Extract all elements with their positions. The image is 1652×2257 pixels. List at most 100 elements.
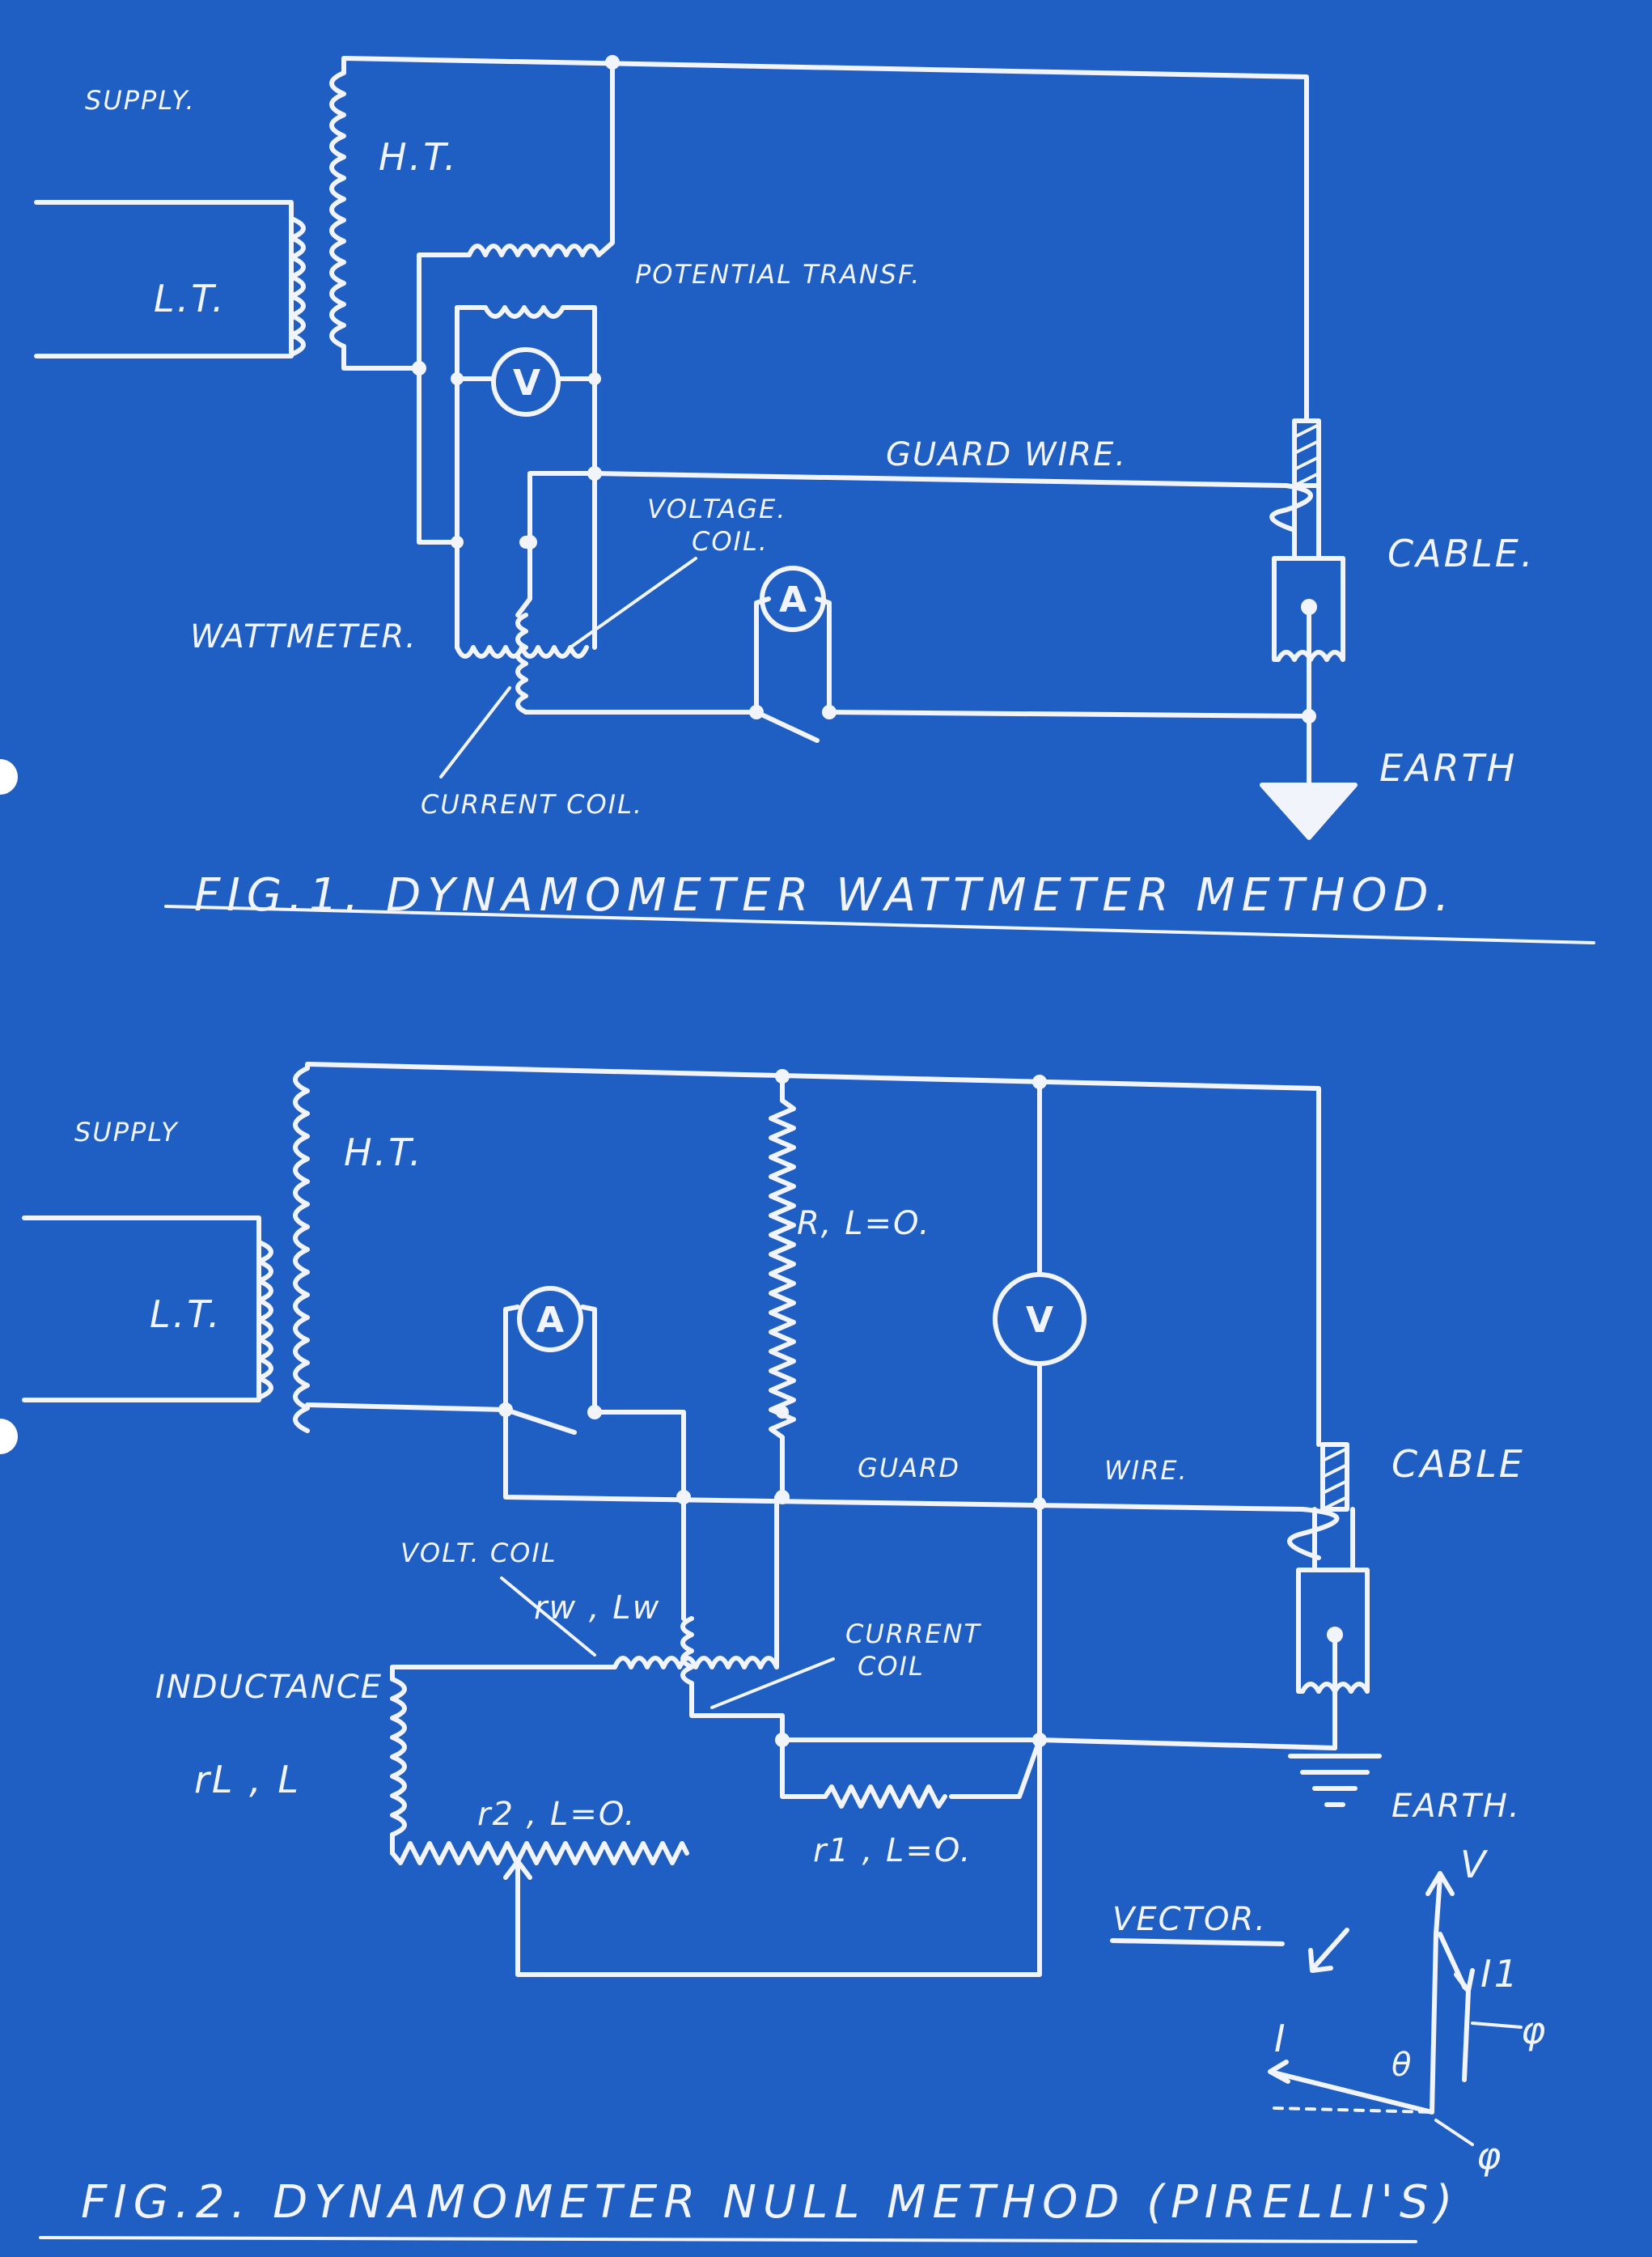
current-coil-pointer-2 bbox=[710, 1657, 835, 1709]
fig1-earth-label: EARTH bbox=[1379, 746, 1517, 790]
fig1-coil-label: COIL. bbox=[692, 526, 769, 557]
fig2-cable-guard-ring bbox=[1286, 1507, 1355, 1572]
fig1-voltmeter bbox=[491, 347, 561, 417]
vector-theta-label: θ bbox=[1391, 2047, 1413, 2084]
wattmeter-current-coil bbox=[515, 613, 528, 715]
guard-to-coil bbox=[515, 540, 532, 617]
fig2-caption-underline bbox=[39, 2236, 1417, 2243]
fig1-cable-label: CABLE. bbox=[1387, 532, 1535, 575]
fig2-caption: FIG.2. DYNAMOMETER NULL METHOD (PIRELLI'… bbox=[81, 2176, 1459, 2229]
fig1-current-coil-label: CURRENT COIL. bbox=[421, 789, 643, 820]
resistor-r1 bbox=[823, 1784, 947, 1809]
fig2-cable-hatch bbox=[1321, 1447, 1349, 1511]
vector-i1-line bbox=[1462, 1984, 1471, 2082]
pt-primary-coil bbox=[467, 244, 601, 257]
guard-wire bbox=[527, 471, 1289, 545]
junction bbox=[587, 466, 602, 481]
vector-phi-label-2: φ bbox=[1476, 2134, 1503, 2178]
fig2-guard-label: GUARD bbox=[858, 1453, 960, 1483]
pt-secondary-box bbox=[455, 305, 597, 650]
ht-bottom-wire bbox=[341, 344, 421, 371]
fig2-inductance-label: INDUCTANCE bbox=[155, 1669, 383, 1706]
fig2-voltmeter-lead-bottom bbox=[515, 1361, 1042, 1977]
punch-hole-top bbox=[0, 759, 18, 795]
r2-slider bbox=[503, 1859, 532, 1892]
fig2-ht-coil bbox=[293, 1066, 310, 1433]
fig2-switch-arm bbox=[503, 1407, 577, 1435]
junction bbox=[1302, 709, 1316, 723]
fig2-voltmeter-label: V bbox=[1026, 1300, 1053, 1341]
fig2-lt-winding-box bbox=[22, 1215, 261, 1402]
earth-wire bbox=[827, 710, 1313, 719]
punch-hole-bottom bbox=[0, 1419, 18, 1454]
voltage-coil-pointer bbox=[569, 557, 697, 649]
fig1-supply-label: SUPPLY. bbox=[85, 85, 196, 116]
fig2-ht-label: H.T. bbox=[344, 1131, 423, 1174]
resistor-r2 bbox=[390, 1841, 689, 1865]
vector-i-arrow bbox=[1268, 1932, 1438, 2115]
vector-dashed-ref bbox=[1273, 2106, 1434, 2114]
current-coil-pointer bbox=[439, 686, 511, 778]
vector-phi-label-1: φ bbox=[1521, 2009, 1548, 2052]
fig2-voltage-coil bbox=[612, 1656, 779, 1669]
fig1-guard-wire-label: GUARD WIRE. bbox=[886, 436, 1127, 473]
junction bbox=[412, 361, 426, 375]
fig2-rw-lw-label: rw , Lw bbox=[534, 1589, 660, 1627]
vector-i1-arrow bbox=[1438, 1932, 1475, 1993]
fig2-r1-feed bbox=[780, 1737, 828, 1799]
junction bbox=[776, 1406, 789, 1419]
figure-2-null-method: V A bbox=[22, 1062, 1548, 2243]
inductance-feed bbox=[390, 1665, 617, 1682]
fig1-lt-label: L.T. bbox=[154, 277, 227, 320]
fig2-volt-coil-label: VOLT. COIL bbox=[400, 1538, 557, 1568]
fig2-top-wire bbox=[305, 1062, 1321, 1447]
vector-v-label: V bbox=[1460, 1843, 1489, 1886]
volt-coil-pointer bbox=[500, 1576, 596, 1657]
fig2-ammeter-leads bbox=[503, 1305, 597, 1415]
junction bbox=[451, 536, 464, 549]
fig1-wattmeter-label: WATTMETER. bbox=[190, 618, 417, 655]
fig1-earth-symbol bbox=[1260, 783, 1358, 840]
vector-v-arrow bbox=[1425, 1871, 1455, 1937]
lt-coil bbox=[289, 216, 306, 357]
fig2-cable-core-hatched bbox=[1320, 1442, 1349, 1512]
fig2-wire-label: WIRE. bbox=[1104, 1455, 1188, 1486]
fig1-caption: FIG.1. DYNAMOMETER WATTMETER METHOD. bbox=[194, 869, 1455, 922]
fig1-caption-underline bbox=[164, 905, 1595, 944]
fig2-ht-bottom-wire bbox=[305, 1402, 508, 1412]
fig2-current-label: CURRENT bbox=[845, 1619, 981, 1649]
fig2-earth-symbol bbox=[1288, 1754, 1382, 1807]
inductance-coil bbox=[390, 1677, 407, 1837]
fig2-earth-link bbox=[1037, 1737, 1337, 1750]
fig2-ammeter bbox=[517, 1286, 583, 1352]
junction bbox=[1033, 1497, 1046, 1510]
pt-primary-left bbox=[417, 252, 472, 545]
resistor-r bbox=[769, 1074, 796, 1500]
fig2-current-coil bbox=[680, 1616, 694, 1686]
vector-pointer bbox=[1308, 1928, 1349, 1973]
fig2-r1-return bbox=[949, 1737, 1042, 1799]
fig2-current-out bbox=[689, 1681, 1042, 1742]
fig2-r1-label: r1 , L=O. bbox=[813, 1832, 972, 1869]
pt-secondary-coil bbox=[483, 305, 565, 319]
fig2-r2-label: r2 , L=O. bbox=[477, 1796, 636, 1833]
fig2-vector-label: VECTOR. bbox=[1112, 1901, 1267, 1938]
switch-arm bbox=[754, 710, 820, 743]
fig1-ammeter-label: A bbox=[779, 579, 807, 621]
vector-phi-arc-2 bbox=[1434, 2119, 1474, 2146]
fig1-voltage-label: VOLTAGE. bbox=[647, 494, 786, 524]
fig1-voltmeter-label: V bbox=[513, 363, 540, 404]
ht-coil bbox=[329, 70, 346, 349]
cable-guard-ring bbox=[1269, 483, 1321, 561]
vector-i-label: I bbox=[1274, 2017, 1288, 2060]
fig2-earth-label: EARTH. bbox=[1391, 1788, 1521, 1825]
fig2-cable-label: CABLE bbox=[1391, 1442, 1525, 1486]
fig1-ht-label: H.T. bbox=[379, 135, 458, 179]
vector-underline bbox=[1110, 1938, 1285, 1946]
fig1-ammeter bbox=[760, 566, 826, 632]
ht-top-wire bbox=[341, 56, 1309, 423]
fig2-ammeter-label: A bbox=[536, 1300, 564, 1341]
pt-primary-lead bbox=[596, 60, 615, 257]
vector-i1-label: I1 bbox=[1480, 1952, 1520, 1996]
